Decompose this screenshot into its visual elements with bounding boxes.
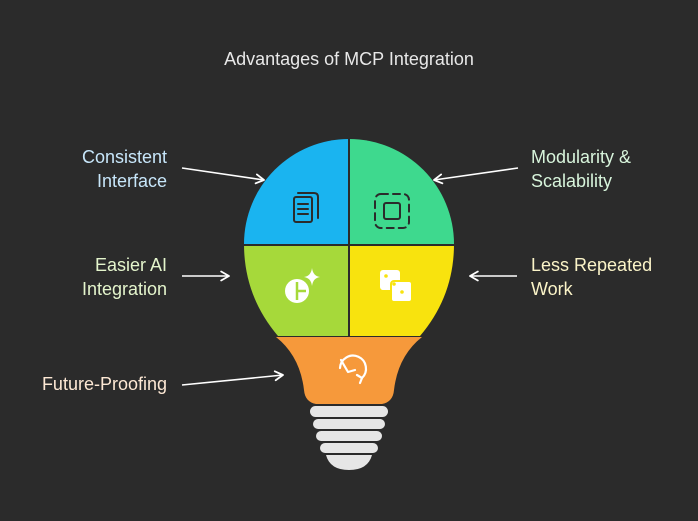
document-copy-icon — [293, 192, 319, 223]
rotate-arrow-icon — [338, 354, 368, 385]
segment-future-proofing — [276, 337, 422, 404]
arrow-future-proofing — [181, 370, 284, 386]
arrow-modularity-scalability — [433, 167, 519, 185]
label-line: Integration — [81, 279, 167, 299]
label-line: Future-Proofing — [41, 374, 167, 394]
modular-frame-icon — [374, 193, 410, 229]
label-less-repeated-work: Less Repeated Work — [531, 253, 652, 301]
segment-consistent-interface — [244, 139, 349, 245]
label-line: Work — [531, 279, 573, 299]
ai-sparkle-icon — [285, 268, 320, 303]
label-consistent-interface: Consistent Interface — [82, 145, 167, 193]
label-line: Consistent — [81, 147, 167, 167]
label-future-proofing: Future-Proofing — [42, 372, 167, 396]
label-line: Interface — [96, 171, 167, 191]
copy-stack-icon — [380, 270, 413, 303]
diagram-title: Advantages of MCP Integration — [224, 49, 474, 69]
arrow-consistent-interface — [181, 167, 265, 185]
label-line: Less Repeated — [531, 255, 653, 275]
label-line: Easier AI — [94, 255, 167, 275]
bulb-base — [310, 406, 388, 470]
label-easier-ai-integration: Easier AI Integration — [82, 253, 167, 301]
label-line: Scalability — [531, 171, 613, 191]
label-modularity-scalability: Modularity & Scalability — [531, 145, 631, 193]
label-line: Modularity & — [531, 147, 632, 167]
